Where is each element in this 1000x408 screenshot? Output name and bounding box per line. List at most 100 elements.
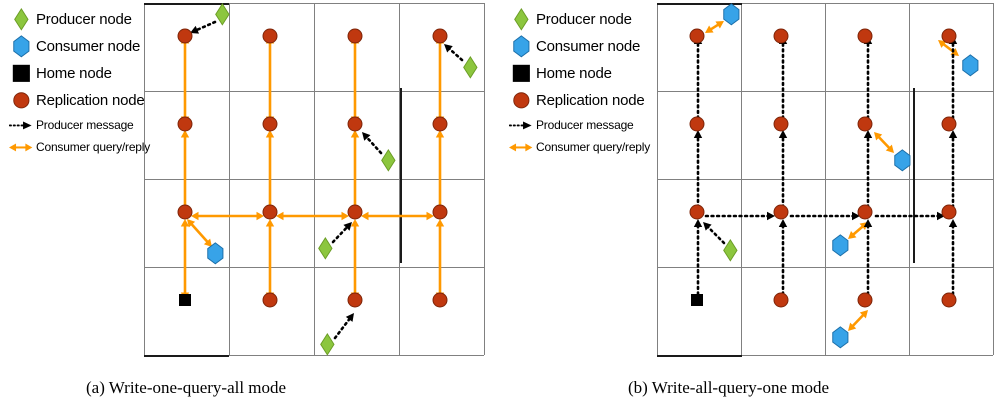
replication-node — [773, 292, 789, 308]
producer-node-diamond-icon — [6, 7, 36, 33]
replication-node — [857, 28, 873, 44]
replication-node — [857, 292, 873, 308]
consumer-arrow-head — [705, 25, 714, 33]
replication-node — [262, 204, 278, 220]
replication-node — [262, 292, 278, 308]
replication-node — [941, 116, 957, 132]
legend-label: Home node — [536, 65, 612, 82]
arrow-overlay — [693, 21, 959, 331]
producer-arrow-head — [863, 219, 873, 227]
consumer-node — [723, 3, 740, 26]
legend-label: Consumer node — [36, 38, 141, 55]
consumer-arrow-head — [180, 219, 190, 227]
legend-label: Consumer query/reply — [36, 140, 151, 154]
legend-label: Consumer node — [536, 38, 641, 55]
consumer-node — [962, 54, 979, 77]
producer-arrow-head — [703, 222, 712, 231]
grid-line-vertical — [144, 3, 145, 355]
legend-item-home-node-square: Home node — [506, 60, 646, 87]
replication-node — [689, 28, 705, 44]
arrow-overlay — [180, 20, 464, 340]
legend-item-replication-node-circle: Replication node — [6, 87, 146, 114]
producer-arrow-head — [362, 132, 371, 141]
legend-label: Producer message — [536, 118, 634, 132]
home-node — [178, 293, 191, 306]
consumer-arrow-head — [859, 310, 868, 319]
legend-label: Consumer query/reply — [536, 140, 651, 154]
consumer-node-hexagon-icon — [6, 34, 36, 60]
producer-arrow-head — [778, 130, 788, 138]
legend-item-producer-node-diamond: Producer node — [6, 6, 146, 33]
legend-item-producer-message-arrow: Producer message — [506, 114, 646, 136]
consumer-node — [207, 242, 224, 265]
consumer-arrow-head — [265, 130, 275, 138]
replication-node — [773, 28, 789, 44]
caption-panel-a: (a) Write-one-query-all mode — [86, 378, 287, 397]
home-node-square-icon — [506, 61, 536, 87]
replication-node — [177, 28, 193, 44]
replication-node-circle-icon — [6, 88, 36, 114]
replication-node — [262, 28, 278, 44]
producer-arrow-head — [345, 313, 354, 322]
replication-node — [347, 204, 363, 220]
replication-node — [689, 204, 705, 220]
legend-label: Home node — [36, 65, 112, 82]
diagram-panel-b — [500, 0, 1000, 370]
grid-line-bold — [144, 3, 229, 5]
legend-item-producer-message-arrow: Producer message — [6, 114, 146, 136]
replication-node — [941, 204, 957, 220]
consumer-arrow-head — [350, 219, 360, 227]
producer-arrow-head — [693, 219, 703, 227]
producer-arrow-head — [948, 219, 958, 227]
consumer-arrow-head — [435, 219, 445, 227]
replication-node — [347, 292, 363, 308]
legend-item-consumer-node-hexagon: Consumer node — [6, 33, 146, 60]
producer-node — [320, 333, 335, 356]
grid-line-vertical — [229, 3, 230, 355]
grid-line-vertical — [484, 3, 485, 355]
home-node — [691, 293, 704, 306]
replication-node — [941, 28, 957, 44]
replication-node — [689, 116, 705, 132]
replication-node-circle-icon — [506, 88, 536, 114]
legend-item-consumer-node-hexagon: Consumer node — [506, 33, 646, 60]
replication-node — [857, 204, 873, 220]
grid-line-horizontal — [657, 355, 993, 356]
grid-line-bold — [144, 355, 229, 357]
consumer-arrow-head — [874, 132, 883, 141]
grid-line-bold — [657, 3, 742, 5]
replication-node — [262, 116, 278, 132]
replication-node — [773, 204, 789, 220]
consumer-arrow-head — [859, 222, 868, 231]
consumer-arrow-shaft — [849, 312, 867, 329]
replication-node — [432, 28, 448, 44]
grid-line-horizontal — [144, 355, 484, 356]
replication-node — [347, 116, 363, 132]
producer-arrow-head — [778, 219, 788, 227]
legend-label: Producer message — [36, 118, 134, 132]
replication-node — [432, 116, 448, 132]
producer-arrow-head — [948, 130, 958, 138]
replication-node — [432, 204, 448, 220]
producer-message-icon — [506, 112, 536, 138]
legend-label: Producer node — [536, 11, 632, 28]
consumer-arrow-head — [180, 130, 190, 138]
consumer-arrow-shaft — [850, 223, 866, 238]
producer-node — [318, 237, 333, 260]
home-node-square-icon — [6, 61, 36, 87]
producer-node-diamond-icon — [506, 7, 536, 33]
producer-node — [463, 56, 478, 79]
replication-node — [432, 292, 448, 308]
legend-item-producer-node-diamond: Producer node — [506, 6, 646, 33]
grid-line-vertical — [993, 3, 994, 355]
diagram-panel-a — [0, 0, 500, 370]
grid-line-bold — [913, 88, 915, 263]
producer-arrow-head — [693, 130, 703, 138]
replication-node — [941, 292, 957, 308]
replication-node — [177, 116, 193, 132]
producer-node — [381, 149, 396, 172]
legend-label: Producer node — [36, 11, 132, 28]
grid-line-vertical — [909, 3, 910, 355]
